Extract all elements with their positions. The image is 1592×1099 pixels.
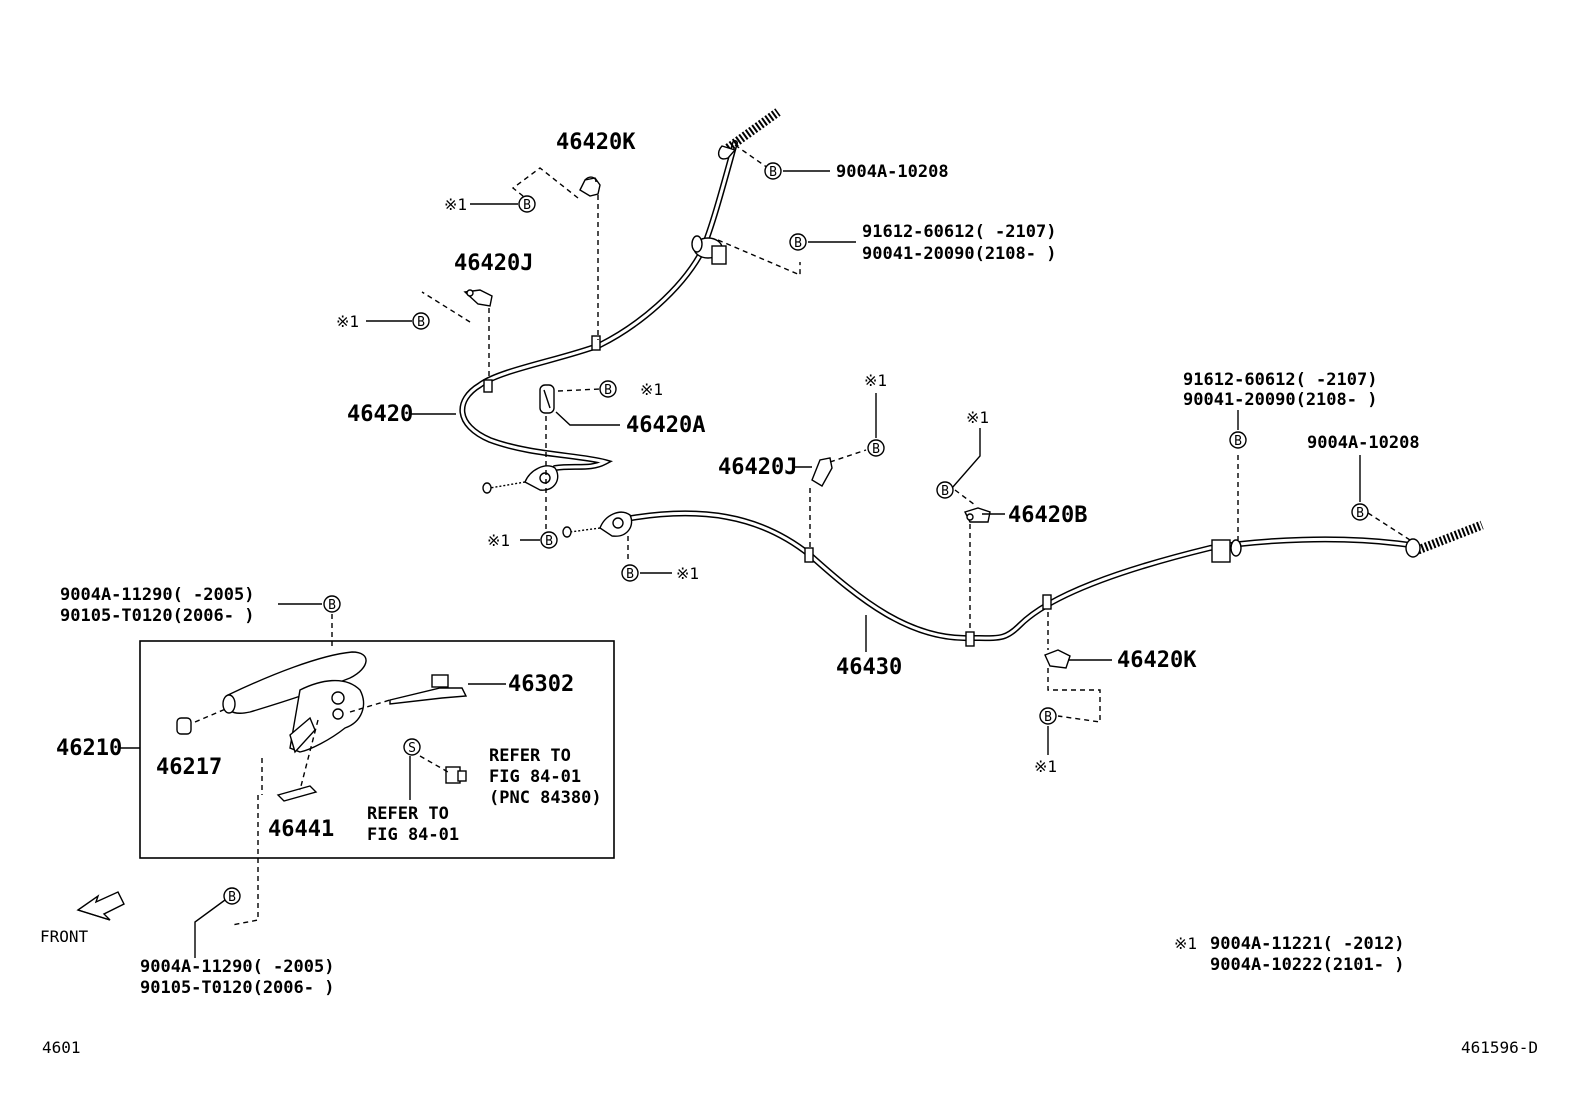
label-46441: 46441 xyxy=(268,817,334,842)
cable-threaded-end-right xyxy=(1405,520,1484,558)
clip-46420B xyxy=(964,507,991,523)
label-90041-top: 90041-20090(2108- ) xyxy=(862,244,1056,264)
svg-text:B: B xyxy=(794,236,802,251)
clip-46420A xyxy=(539,384,555,414)
cable-46420 xyxy=(459,108,781,494)
parking-brake-lever xyxy=(222,651,367,754)
label-9004A-10208-right: 9004A-10208 xyxy=(1307,433,1420,453)
screw-marker: S xyxy=(403,738,421,756)
mark-x1: ※1 xyxy=(336,312,359,331)
svg-text:B: B xyxy=(872,442,880,457)
bolt-marker: B xyxy=(599,380,617,398)
label-90105-top: 90105-T0120(2006- ) xyxy=(60,606,254,626)
note-mark: ※1 xyxy=(1174,934,1197,953)
label-91612-top: 91612-60612( -2107) xyxy=(862,222,1056,242)
svg-text:B: B xyxy=(1234,434,1242,449)
label-90105-bot: 90105-T0120(2006- ) xyxy=(140,978,334,998)
front-label: FRONT xyxy=(40,927,89,946)
clip-46420K-top xyxy=(579,176,601,197)
figure-number-left: 4601 xyxy=(42,1038,81,1057)
svg-text:B: B xyxy=(417,315,425,330)
label-46420: 46420 xyxy=(347,402,413,427)
label-46420A: 46420A xyxy=(626,413,705,438)
cable-bracket-right xyxy=(1211,539,1242,563)
mark-x1: ※1 xyxy=(444,195,467,214)
bolt-marker: B xyxy=(936,481,954,499)
bolt-marker: B xyxy=(621,564,639,582)
label-46302: 46302 xyxy=(508,672,574,697)
lever-knob-46217 xyxy=(176,717,192,735)
cable-bracket-top xyxy=(691,235,727,265)
clip-46420K-right xyxy=(1044,649,1071,669)
mark-x1: ※1 xyxy=(966,408,989,427)
pin-46441 xyxy=(276,785,318,802)
cable-sleeve xyxy=(591,335,601,351)
mark-x1: ※1 xyxy=(487,531,510,550)
svg-text:B: B xyxy=(523,198,531,213)
cable-end-fitting-46420 xyxy=(482,465,559,494)
label-46420K-top: 46420K xyxy=(556,130,636,155)
label-46430: 46430 xyxy=(836,655,902,680)
bolt-marker: B xyxy=(789,233,807,251)
svg-text:B: B xyxy=(626,567,634,582)
bolt-marker: B xyxy=(540,531,558,549)
bolt-marker: B xyxy=(518,195,536,213)
label-46420K-right: 46420K xyxy=(1117,648,1197,673)
label-9004A-10208-top: 9004A-10208 xyxy=(836,162,949,182)
svg-text:S: S xyxy=(408,741,416,756)
svg-text:B: B xyxy=(941,484,949,499)
svg-text:B: B xyxy=(545,534,553,549)
svg-text:B: B xyxy=(1356,506,1364,521)
label-46420J-mid: 46420J xyxy=(718,455,797,480)
note-line-1: 9004A-11221( -2012) xyxy=(1210,934,1404,954)
cable-sleeve xyxy=(804,547,814,563)
refer-mid-line-2: FIG 84-01 xyxy=(367,825,459,845)
lever-assembly-box xyxy=(139,640,615,859)
svg-text:B: B xyxy=(328,598,336,613)
mark-x1: ※1 xyxy=(676,564,699,583)
refer-right-line-2: FIG 84-01 xyxy=(489,767,581,787)
svg-text:B: B xyxy=(769,165,777,180)
label-46210: 46210 xyxy=(56,736,122,761)
bolt-marker: B xyxy=(323,595,341,613)
mark-x1: ※1 xyxy=(640,380,663,399)
label-91612-right: 91612-60612( -2107) xyxy=(1183,370,1377,390)
mark-x1: ※1 xyxy=(1034,757,1057,776)
cable-sleeve xyxy=(483,379,493,393)
switch-84380 xyxy=(445,766,467,784)
clip-46420J-top xyxy=(463,289,493,307)
cable-threaded-end-top xyxy=(717,108,781,160)
bolt-marker: B xyxy=(1039,707,1057,725)
label-46217: 46217 xyxy=(156,755,222,780)
bolt-marker: B xyxy=(1229,431,1247,449)
clip-46420J-mid xyxy=(811,457,833,487)
label-90041-right: 90041-20090(2108- ) xyxy=(1183,390,1377,410)
refer-right-line-1: REFER TO xyxy=(489,746,571,766)
bolt-marker: B xyxy=(867,439,885,457)
svg-text:B: B xyxy=(228,890,236,905)
mark-x1: ※1 xyxy=(864,371,887,390)
front-arrow-icon xyxy=(76,891,125,921)
svg-text:B: B xyxy=(604,383,612,398)
bolt-marker: B xyxy=(1351,503,1369,521)
svg-text:B: B xyxy=(1044,710,1052,725)
refer-mid-line-1: REFER TO xyxy=(367,804,449,824)
rod-46302 xyxy=(389,674,468,705)
label-9004A-11290-top: 9004A-11290( -2005) xyxy=(60,585,254,605)
bolt-marker: B xyxy=(223,887,241,905)
bolt-marker: B xyxy=(412,312,430,330)
cable-46430 xyxy=(562,510,1484,647)
label-46420B: 46420B xyxy=(1008,503,1087,528)
cable-end-fitting-46430 xyxy=(562,511,633,538)
note-line-2: 9004A-10222(2101- ) xyxy=(1210,955,1404,975)
label-9004A-11290-bot: 9004A-11290( -2005) xyxy=(140,957,334,977)
cable-sleeve xyxy=(965,631,975,647)
cable-sleeve xyxy=(1042,594,1052,610)
bolt-marker: B xyxy=(764,162,782,180)
refer-right-line-3: (PNC 84380) xyxy=(489,788,602,808)
label-46420J-top: 46420J xyxy=(454,251,533,276)
figure-number-right: 461596-D xyxy=(1461,1038,1538,1057)
